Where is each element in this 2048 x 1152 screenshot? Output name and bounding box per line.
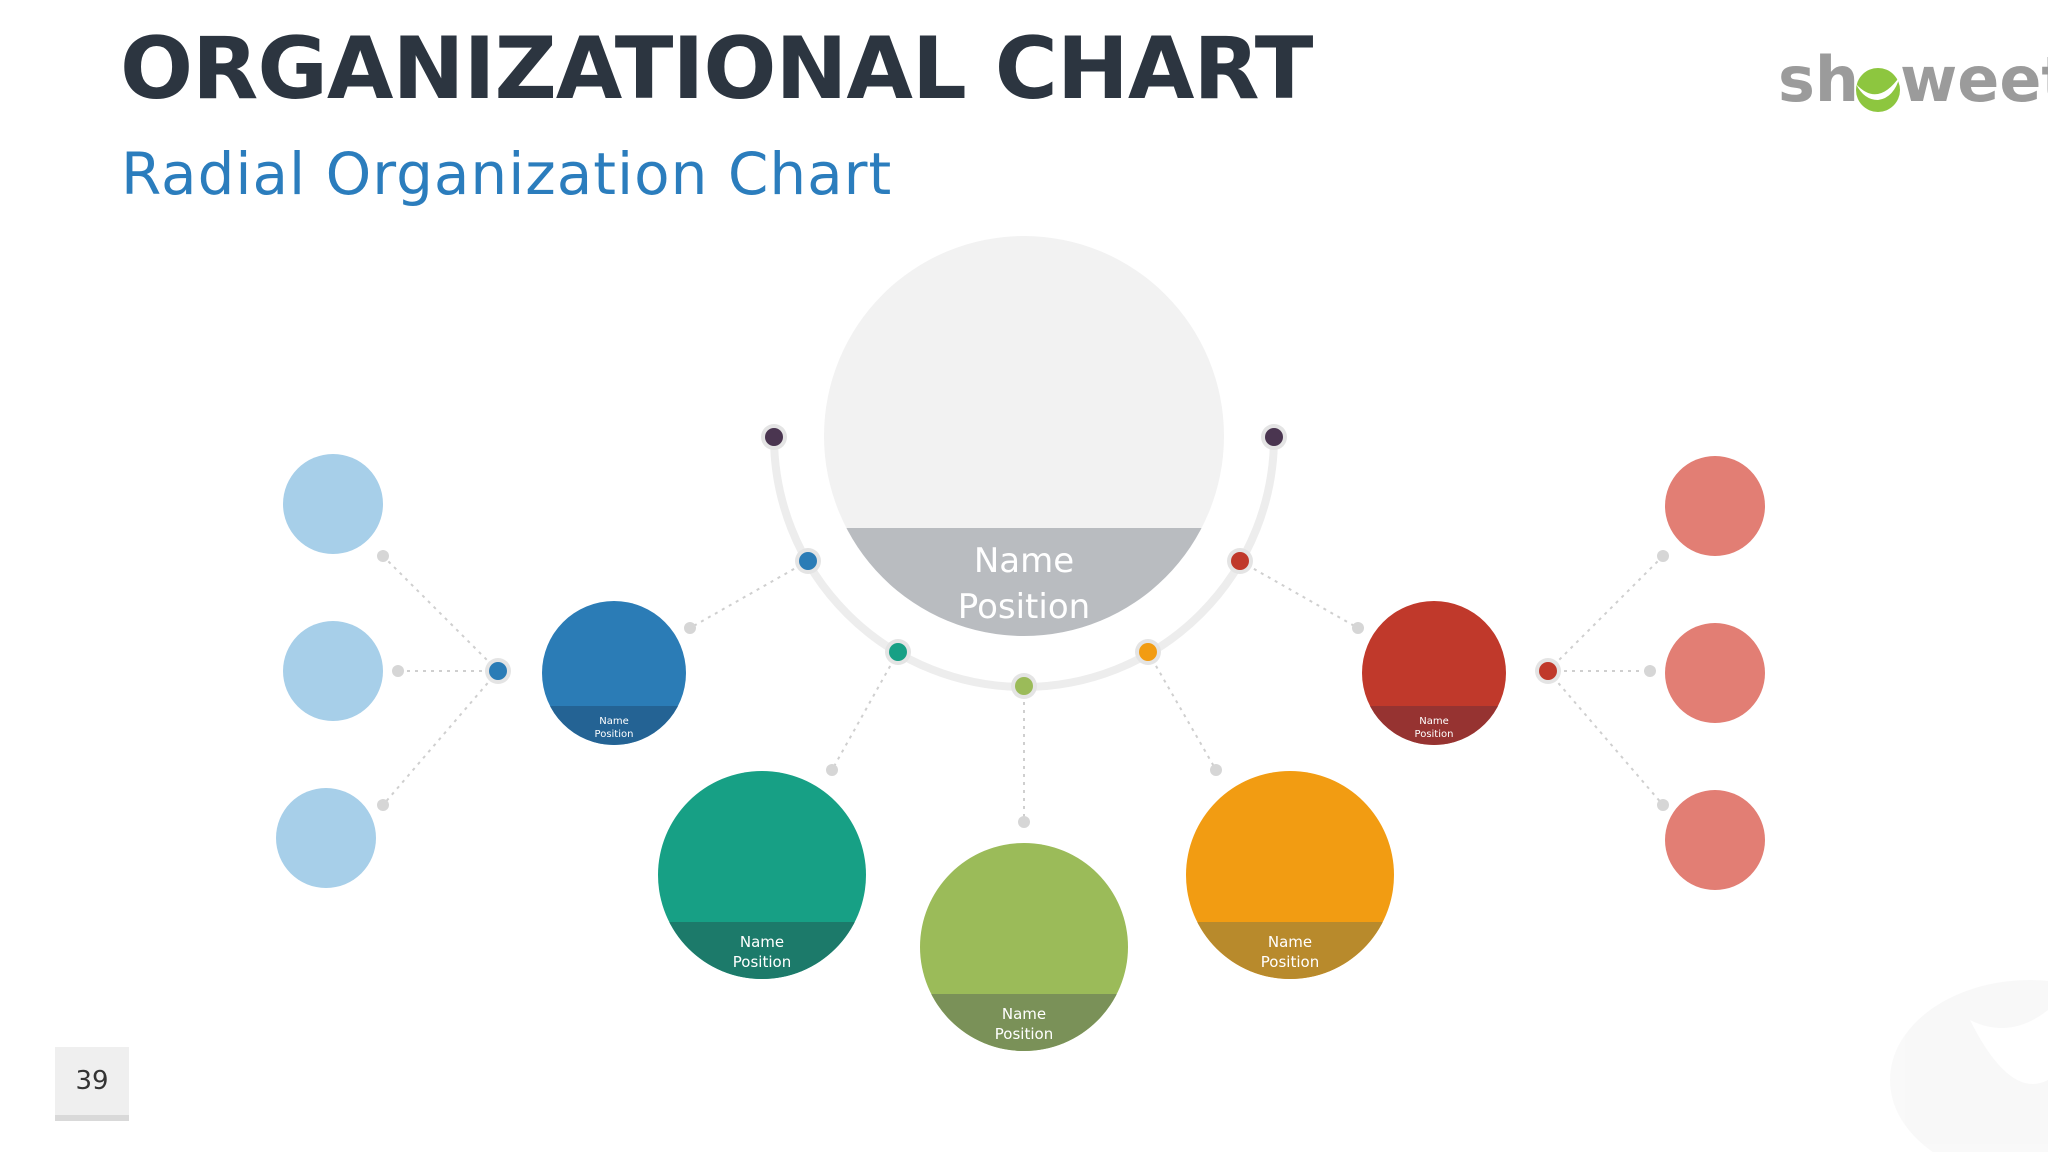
light-red-node-2[interactable] [1665,623,1765,723]
green-node-name: Name [1002,1005,1046,1023]
logo-text-start: sh [1778,43,1860,116]
watermark-leaf-icon [1890,980,2048,1152]
connector-endpoints [377,550,1669,828]
blue-node-position: Position [595,729,634,740]
teal-node-position: Position [733,953,791,971]
light-red-node-3[interactable] [1665,790,1765,890]
showeet-logo: sh weet [1778,40,2048,120]
light-blue-node-3[interactable] [276,788,376,888]
orange-node-name: Name [1268,933,1312,951]
orange-node[interactable]: Name Position [1186,771,1394,982]
green-node-position: Position [995,1025,1053,1043]
teal-node-name: Name [740,933,784,951]
center-node-name: Name [974,541,1074,581]
page-number: 39 [55,1047,129,1121]
light-red-node-1[interactable] [1665,456,1765,556]
connectors [382,555,1664,822]
red-node-position: Position [1415,729,1454,740]
logo-text-end: weet [1900,43,2048,116]
page-subtitle: Radial Organization Chart [121,140,893,208]
light-blue-node-1[interactable] [283,454,383,554]
teal-node[interactable]: Name Position [658,771,866,982]
page-title: ORGANIZATIONAL CHART [120,19,1313,119]
orange-node-position: Position [1261,953,1319,971]
red-node[interactable]: Name Position [1362,601,1506,746]
center-node[interactable]: Name Position [824,236,1224,648]
green-node[interactable]: Name Position [920,843,1128,1054]
blue-node-name: Name [599,716,629,727]
leaf-o-icon [1856,68,1900,112]
light-blue-node-2[interactable] [283,621,383,721]
center-node-position: Position [958,587,1090,627]
blue-node[interactable]: Name Position [542,601,686,746]
arc-dots [485,424,1561,699]
red-node-name: Name [1419,716,1449,727]
